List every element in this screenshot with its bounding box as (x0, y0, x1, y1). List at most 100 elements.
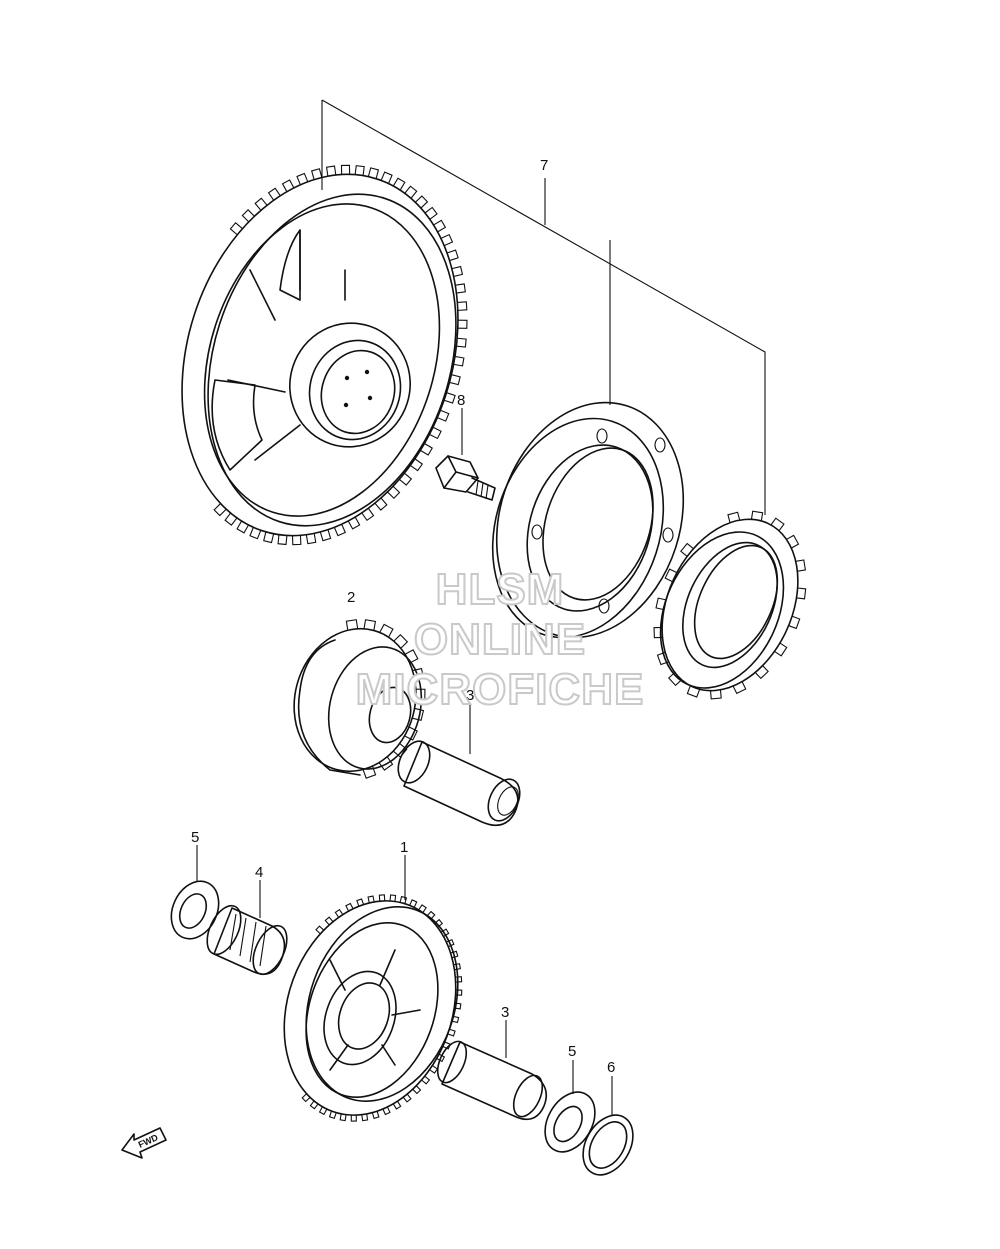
watermark-line-2: ONLINE (413, 614, 587, 665)
gear-tooth (404, 726, 418, 741)
gear-tooth (249, 527, 262, 540)
gear-tooth (382, 1106, 391, 1116)
gear-tooth (409, 899, 418, 908)
gear-tooth (236, 520, 249, 534)
gear-tooth (296, 172, 309, 186)
gear-tooth (340, 164, 351, 175)
gear-tooth (457, 319, 468, 329)
gear-tooth (350, 1115, 357, 1122)
starter-idle-gear-2 (293, 619, 426, 779)
gear-tooth (392, 177, 406, 191)
gear-tooth (347, 516, 361, 530)
gear-tooth (418, 904, 427, 913)
gear-tooth (318, 1106, 328, 1116)
gear-tooth (443, 392, 456, 404)
gear-tooth (315, 925, 325, 935)
gear-tooth (319, 529, 332, 542)
gear-tooth (305, 533, 317, 545)
idle-gear-shaft-3-lower (436, 1020, 548, 1121)
gear-tooth (454, 1002, 462, 1010)
gear-tooth (664, 568, 678, 583)
gear-tooth (429, 426, 442, 440)
gear-tooth (433, 219, 447, 233)
gear-tooth (440, 233, 454, 247)
gear-tooth (415, 195, 429, 209)
callout-2: 2 (347, 589, 355, 606)
gear-tooth (709, 689, 722, 700)
gear-tooth (426, 910, 436, 920)
gear-tooth (680, 542, 694, 557)
one-way-clutch (653, 510, 807, 700)
gear-tooth (339, 1113, 347, 1122)
callout-3-upper: 3 (466, 687, 474, 704)
gear-tooth (770, 517, 785, 531)
gear-tooth (786, 534, 800, 549)
gear-tooth (367, 895, 375, 904)
gear-tooth (788, 615, 801, 630)
one-way-clutch-housing (491, 401, 685, 639)
gear-tooth (421, 1075, 431, 1085)
gear-tooth (453, 963, 461, 971)
gear-tooth (429, 1065, 439, 1074)
callout-5-right: 5 (568, 1043, 576, 1060)
gear-tooth (412, 1085, 422, 1095)
bolt-8 (435, 408, 496, 501)
gear-tooth (263, 531, 275, 544)
callout-5-left: 5 (191, 829, 199, 846)
watermark-line-3: MICROFICHE (355, 664, 645, 715)
gear-tooth (732, 681, 747, 695)
gear-tooth (686, 685, 701, 698)
washer-5-right (544, 1060, 596, 1153)
gear-tooth (354, 165, 365, 176)
gear-tooth (333, 524, 346, 537)
gear-tooth (345, 619, 359, 631)
gear-tooth (392, 1100, 402, 1110)
callout-1: 1 (400, 839, 408, 856)
gear-tooth (363, 619, 377, 631)
callout-7: 7 (540, 157, 548, 174)
gear-tooth (241, 209, 255, 223)
gear-tooth (291, 535, 302, 546)
gear-tooth (750, 510, 764, 521)
gear-tooth (387, 485, 401, 500)
idle-gear-shaft-3-upper (397, 703, 521, 827)
gear-tooth (301, 1093, 311, 1103)
gear-tooth (410, 458, 424, 472)
gear-tooth (367, 167, 380, 179)
gear-tooth (456, 337, 467, 348)
gear-tooth (398, 472, 413, 486)
gear-tooth (424, 206, 438, 220)
gear-tooth (404, 185, 418, 199)
gear-tooth (796, 587, 807, 600)
gear-tooth (653, 626, 663, 639)
starter-driven-gear (181, 164, 468, 546)
gear-tooth (267, 187, 281, 201)
gear-tooth (451, 265, 464, 277)
gear-tooth (655, 597, 667, 611)
gear-tooth (457, 301, 468, 311)
gear-tooth (399, 895, 408, 904)
gear-tooth (281, 179, 295, 192)
gear-tooth (311, 168, 323, 180)
forward-arrow-icon: FWD (121, 1127, 167, 1159)
washer-6 (582, 1076, 634, 1176)
gear-tooth (361, 507, 375, 522)
gear-tooth (795, 559, 807, 572)
gear-tooth (378, 894, 386, 902)
gear-tooth (277, 534, 288, 546)
gear-tooth (402, 1093, 412, 1103)
gear-tooth (415, 688, 426, 700)
gear-tooth (309, 1100, 319, 1110)
gear-tooth (229, 222, 243, 236)
gear-tooth (455, 989, 463, 996)
gear-tooth (412, 707, 425, 721)
callout-8: 8 (457, 392, 465, 409)
gear-tooth (434, 918, 444, 928)
gear-tooth (404, 649, 419, 664)
gear-tooth (727, 511, 741, 523)
gear-tooth (325, 165, 337, 177)
gear-tooth (356, 898, 365, 907)
gear-tooth (420, 443, 433, 456)
gear-tooth (374, 497, 388, 511)
gear-tooth (437, 409, 450, 422)
